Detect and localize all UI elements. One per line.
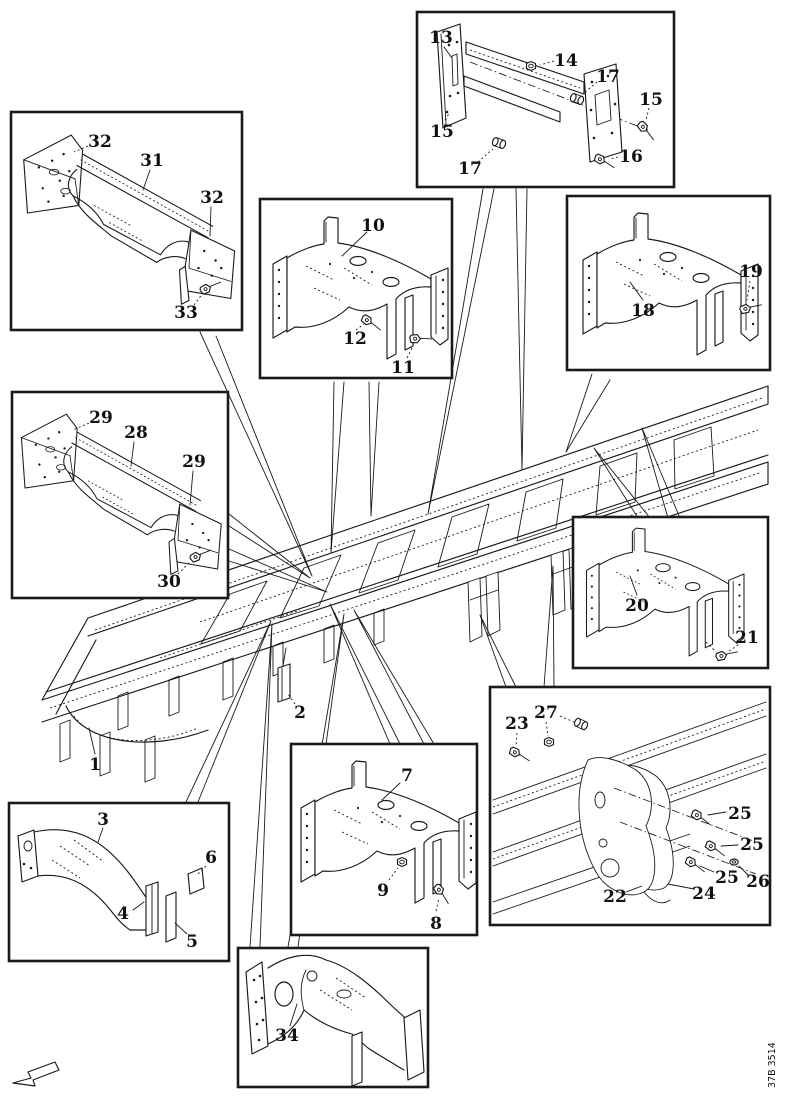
part-label-21: 21 <box>735 628 759 648</box>
part-label-29b: 29 <box>182 452 206 472</box>
part-label-28: 28 <box>124 423 148 443</box>
part-label-7: 7 <box>401 766 413 786</box>
frame-label-1: 1 <box>88 727 101 775</box>
part-label-34: 34 <box>275 1026 299 1046</box>
part-label-25a: 25 <box>728 804 752 824</box>
figure-code: 37B 3514 <box>767 1042 778 1088</box>
callout-box-18-19: 18 19 <box>565 194 772 372</box>
part-label-32a: 32 <box>88 132 112 152</box>
part-label-17a: 17 <box>596 67 620 87</box>
part-label-12: 12 <box>343 329 367 349</box>
part-label-27: 27 <box>534 703 558 723</box>
part-label-25c: 25 <box>715 868 739 888</box>
callout-box-34: 34 <box>236 946 430 1089</box>
part-label-9: 9 <box>377 881 389 901</box>
callout-box-10-12: 10 12 11 <box>258 197 454 380</box>
callout-box-31-33: 32 31 32 33 <box>9 110 244 332</box>
part-label-6: 6 <box>205 848 217 868</box>
part-label-8: 8 <box>430 914 442 934</box>
part-label-2: 2 <box>294 703 306 723</box>
part-label-19: 19 <box>739 262 763 282</box>
part-label-14: 14 <box>554 51 578 71</box>
part-label-1: 1 <box>89 755 101 775</box>
part-label-10: 10 <box>361 216 385 236</box>
part-label-3: 3 <box>97 810 109 830</box>
frame-part-2: 2 <box>277 647 306 723</box>
part-label-25b: 25 <box>740 835 764 855</box>
part-label-18: 18 <box>631 301 655 321</box>
part-label-17b: 17 <box>458 159 482 179</box>
part-label-24: 24 <box>692 884 716 904</box>
chassis-frame-drawing <box>41 385 769 783</box>
callout-box-20-21: 20 21 <box>571 515 770 670</box>
part-label-32b: 32 <box>200 188 224 208</box>
callout-box-22-27: 23 27 25 25 25 26 24 22 <box>488 685 772 927</box>
callout-box-3-6: 3 6 4 5 <box>7 801 231 963</box>
part-label-4: 4 <box>117 904 129 924</box>
part-label-15b: 15 <box>430 122 454 142</box>
part-label-22: 22 <box>603 887 627 907</box>
part-label-29a: 29 <box>89 408 113 428</box>
part-label-30: 30 <box>157 572 181 592</box>
part-label-20: 20 <box>625 596 649 616</box>
part-label-16: 16 <box>619 147 643 167</box>
callout-box-28-30: 29 28 29 30 <box>10 390 230 600</box>
part-label-13: 13 <box>429 28 453 48</box>
part-label-26: 26 <box>746 872 770 892</box>
part-label-31: 31 <box>140 151 164 171</box>
callout-box-13-17: 13 14 17 15 15 16 17 <box>415 10 676 189</box>
part-label-11: 11 <box>391 358 415 378</box>
callout-box-7-9: 7 9 8 <box>289 742 479 937</box>
part-label-33: 33 <box>174 303 198 323</box>
part-label-23: 23 <box>505 714 529 734</box>
direction-arrow-icon <box>12 1061 60 1087</box>
part-label-5: 5 <box>186 932 198 952</box>
part-label-15a: 15 <box>639 90 663 110</box>
